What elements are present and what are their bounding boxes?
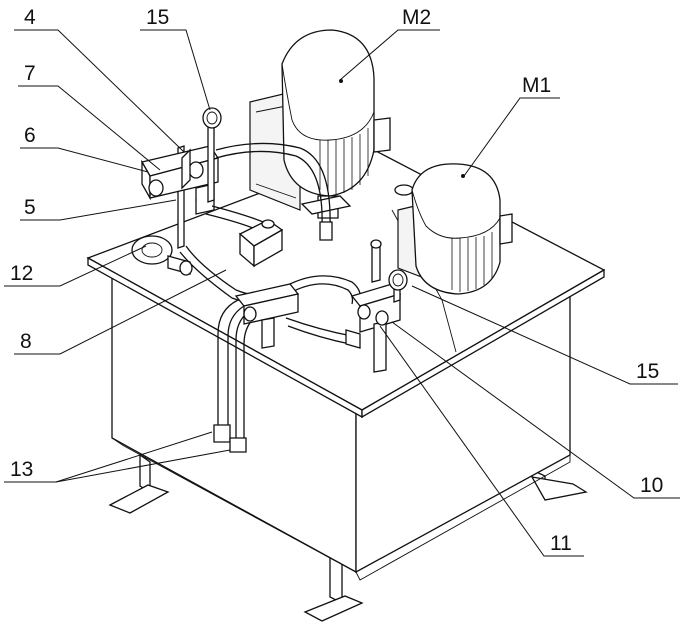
callout-labels: 4 15 M2 7 M1 6 5 12 8 15 13 10 11 — [10, 6, 663, 555]
callout-7: 7 — [24, 62, 36, 85]
callout-m1: M1 — [522, 74, 551, 97]
callout-11: 11 — [550, 532, 572, 555]
left-valve-block — [141, 145, 220, 249]
suction-filter — [131, 235, 193, 276]
motor-m1 — [397, 163, 513, 295]
callout-12: 12 — [10, 262, 33, 285]
callout-4: 4 — [24, 6, 36, 29]
motor-m2 — [249, 29, 391, 219]
callout-15-top: 15 — [146, 6, 169, 29]
pressure-gauge-left — [202, 107, 222, 203]
callout-6: 6 — [24, 124, 36, 147]
callout-15-right: 15 — [636, 360, 659, 383]
callout-10: 10 — [640, 474, 663, 497]
callout-13: 13 — [10, 458, 33, 481]
callout-m2: M2 — [402, 6, 431, 29]
right-valve-block — [350, 239, 408, 373]
callout-5: 5 — [24, 196, 36, 219]
lower-valve-block — [234, 283, 300, 349]
oil-tank — [86, 149, 606, 581]
middle-valve-block — [238, 219, 284, 268]
callout-8: 8 — [20, 330, 32, 353]
leader-lines — [4, 29, 680, 557]
